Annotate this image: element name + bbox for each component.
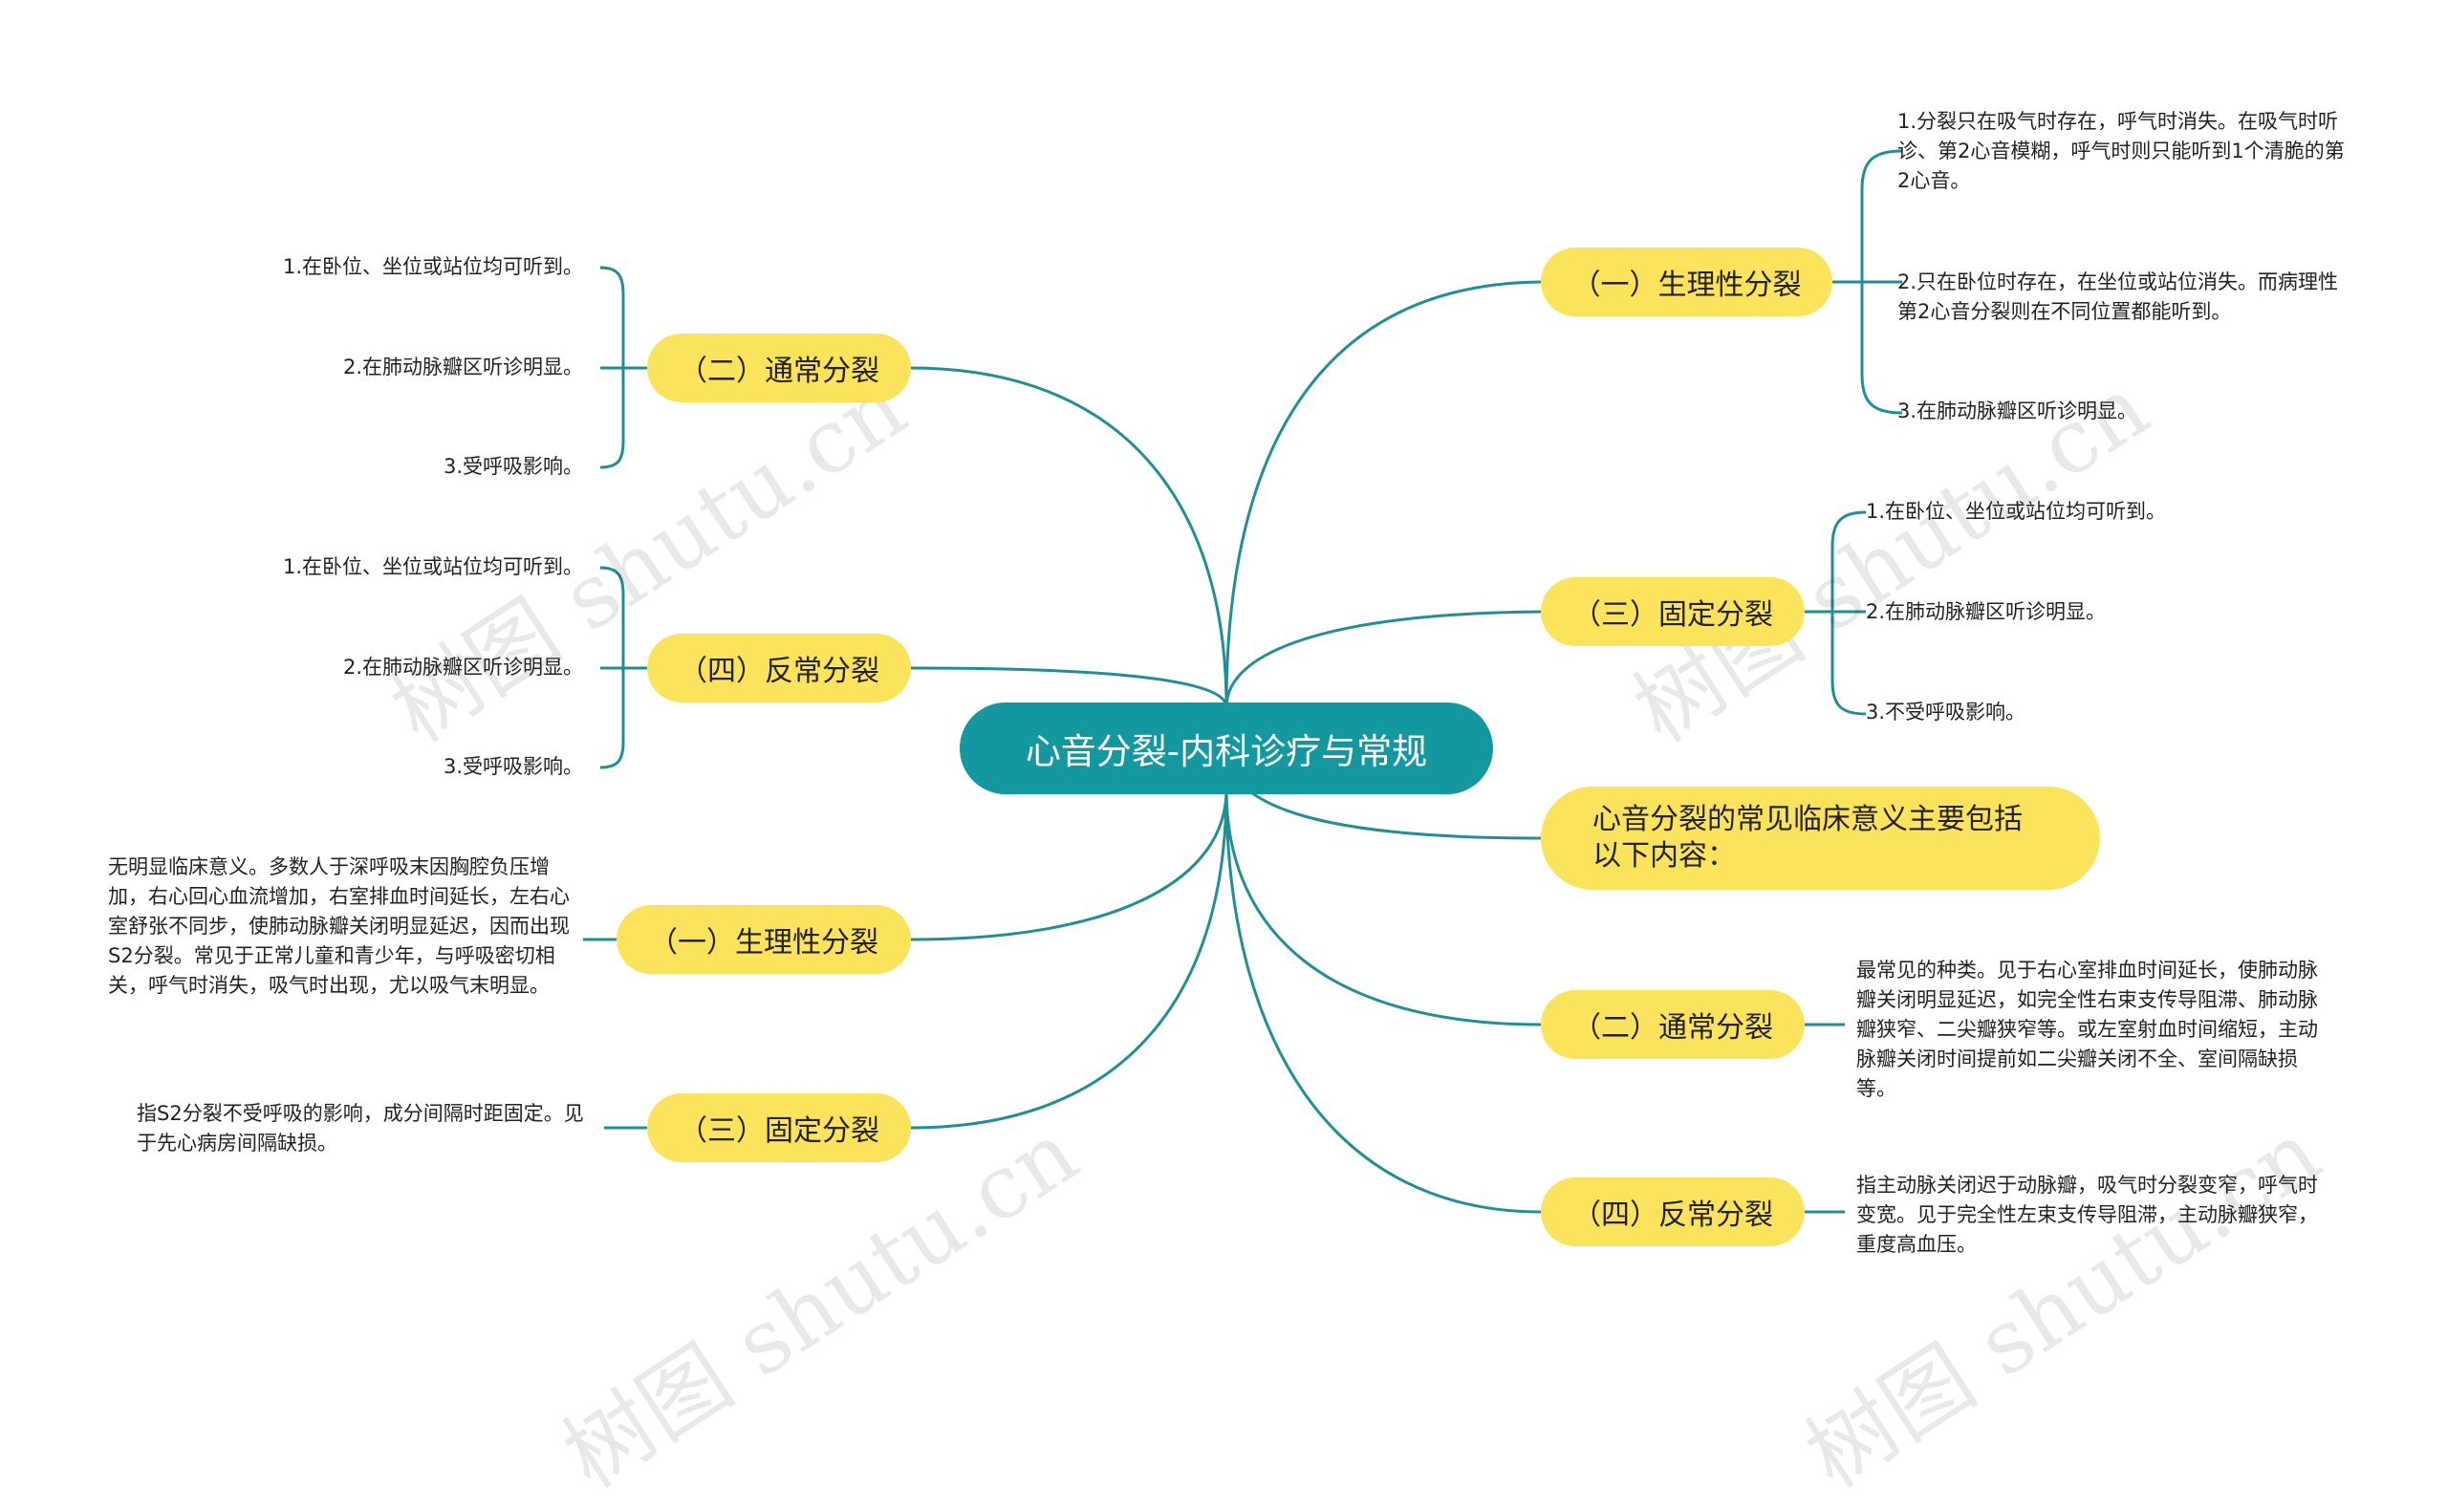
node-left-reverse-split[interactable]: （四）反常分裂 — [647, 634, 911, 702]
node-right-usual-split[interactable]: （二）通常分裂 — [1541, 990, 1805, 1059]
edge-center-l-usual — [910, 366, 1228, 708]
leaf-text: 2.在肺动脉瓣区听诊明显。 — [342, 656, 583, 679]
node-right-physiological-split[interactable]: （一）生理性分裂 — [1541, 248, 1832, 316]
leaf-text: 无明显临床意义。多数人于深呼吸末因胸腔负压增加，右心回心血流增加，右室排血时间延… — [108, 855, 570, 997]
connector-lines — [583, 149, 1903, 1214]
node-label: （三）固定分裂 — [679, 1114, 879, 1148]
node-left-fixed-split[interactable]: （三）固定分裂 — [647, 1093, 911, 1162]
edge-center-l-reverse — [910, 666, 1228, 708]
node-label: （四）反常分裂 — [679, 655, 879, 688]
leaf-text: 2.在肺动脉瓣区听诊明显。 — [1866, 600, 2107, 623]
node-right-reverse-split[interactable]: （四）反常分裂 — [1541, 1177, 1805, 1246]
node-label: （一）生理性分裂 — [1571, 269, 1802, 302]
edge-center-r-reverse — [1224, 788, 1542, 1214]
leaf-text: 3.不受呼吸影响。 — [1866, 701, 2026, 724]
leaf-text: 2.只在卧位时存在，在坐位或站位消失。而病理性第2心音分裂则在不同位置都能听到。 — [1897, 270, 2339, 323]
edge-center-r-usual — [1224, 788, 1542, 1026]
leaf-text: 最常见的种类。见于右心室排血时间延长，使肺动脉瓣关闭明显延迟，如完全性右束支传导… — [1856, 959, 2318, 1100]
leaf-text: 1.分裂只在吸气时存在，呼气时消失。在吸气时听诊、第2心音模糊，呼气时则只能听到… — [1897, 110, 2345, 192]
node-label: （二）通常分裂 — [1572, 1011, 1773, 1045]
leaf-text: 1.在卧位、坐位或站位均可听到。 — [282, 255, 583, 278]
edge-center-r-fixed — [1224, 610, 1542, 708]
node-left-usual-split[interactable]: （二）通常分裂 — [647, 334, 911, 402]
leaf-text: 3.受呼吸影响。 — [443, 455, 583, 478]
node-label: 心音分裂的常见临床意义主要包括以下内容： — [1592, 803, 2023, 873]
node-label: （四）反常分裂 — [1572, 1199, 1773, 1232]
central-topic[interactable]: 心音分裂-内科诊疗与常规 — [960, 702, 1493, 794]
node-label: （一）生理性分裂 — [649, 926, 878, 960]
edge-center-r-physio — [1224, 280, 1542, 708]
central-topic-label: 心音分裂-内科诊疗与常规 — [1025, 731, 1428, 772]
node-label: （二）通常分裂 — [679, 355, 879, 388]
leaf-text: 3.受呼吸影响。 — [443, 755, 583, 778]
leaf-text: 指主动脉关闭迟于动脉瓣，吸气时分裂变窄，呼气时变宽。见于完全性左束支传导阻滞，主… — [1856, 1174, 2318, 1256]
edge-center-l-physio — [910, 788, 1228, 941]
leaf-text: 1.在卧位、坐位或站位均可听到。 — [1866, 500, 2167, 523]
edge-center-l-fixed — [910, 788, 1228, 1130]
node-right-intro[interactable]: 心音分裂的常见临床意义主要包括以下内容： — [1541, 787, 2100, 890]
leaf-text: 3.在肺动脉瓣区听诊明显。 — [1897, 400, 2138, 422]
leaf-text: 1.在卧位、坐位或站位均可听到。 — [282, 555, 583, 578]
leaf-text: 2.在肺动脉瓣区听诊明显。 — [342, 356, 583, 378]
node-label: （三）固定分裂 — [1572, 598, 1773, 632]
node-left-physiological-split[interactable]: （一）生理性分裂 — [617, 905, 911, 974]
node-right-fixed-split[interactable]: （三）固定分裂 — [1541, 577, 1805, 646]
leaf-text: 指S2分裂不受呼吸的影响，成分间隔时距固定。见于先心病房间隔缺损。 — [137, 1102, 584, 1155]
